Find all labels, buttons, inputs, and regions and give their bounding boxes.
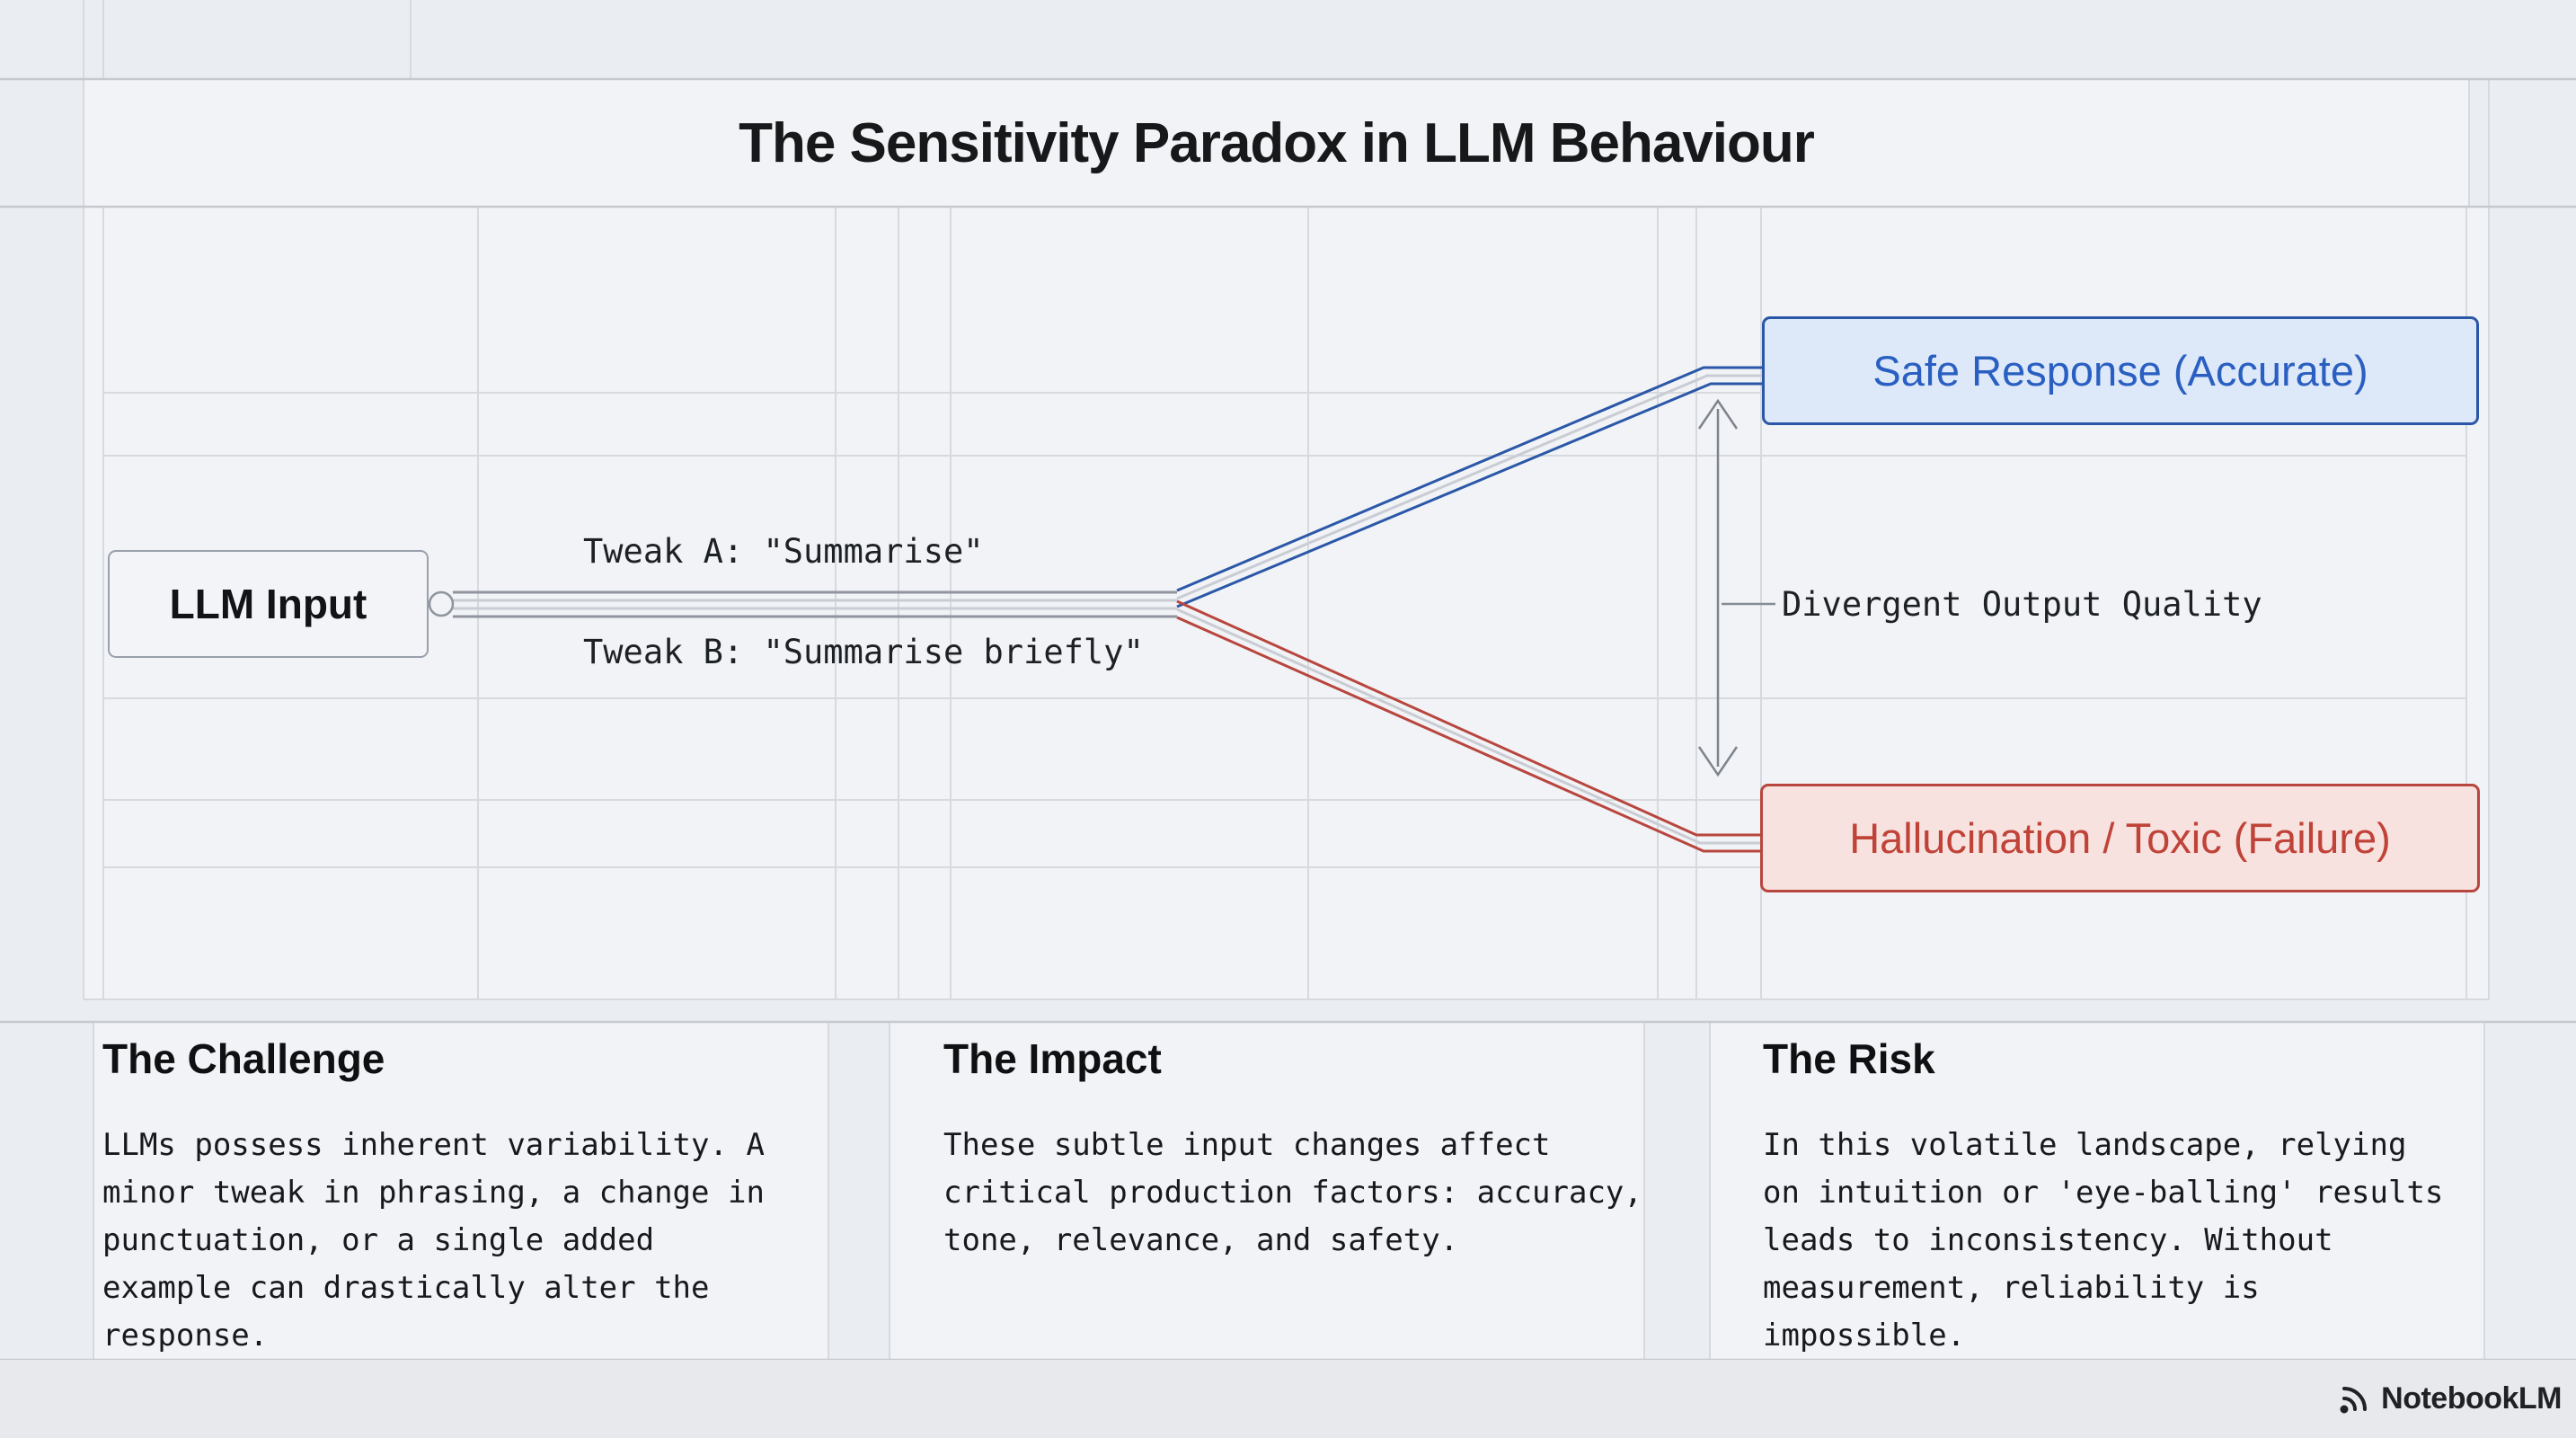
tweak-b-label: Tweak B: "Summarise briefly" [583, 633, 1144, 671]
section-impact-body: These subtle input changes affect critic… [943, 1127, 1642, 1258]
section-cell-3-bg [1710, 1022, 2484, 1360]
section-cell-1-bg [93, 1022, 828, 1360]
notebooklm-label: NotebookLM [2381, 1381, 2562, 1416]
section-risk: The Risk In this volatile landscape, rel… [1763, 1035, 2459, 1360]
section-risk-heading: The Risk [1763, 1035, 1935, 1082]
title-cell-bg [84, 79, 2469, 207]
section-challenge-body: LLMs possess inherent variability. A min… [102, 1127, 765, 1354]
safe-response-label: Safe Response (Accurate) [1872, 347, 2368, 395]
footer-band: NotebookLM [0, 1360, 2576, 1438]
section-cell-2-bg [890, 1022, 1644, 1360]
section-challenge-heading: The Challenge [102, 1035, 385, 1082]
tweak-a-label: Tweak A: "Summarise" [583, 532, 984, 571]
notebooklm-icon [2340, 1386, 2368, 1413]
section-impact: The Impact These subtle input changes af… [943, 1035, 1653, 1265]
section-risk-body: In this volatile landscape, relying on i… [1763, 1127, 2444, 1354]
safe-response-node: Safe Response (Accurate) [1762, 316, 2479, 425]
section-impact-heading: The Impact [943, 1035, 1162, 1082]
failure-node: Hallucination / Toxic (Failure) [1760, 784, 2480, 892]
page-title: The Sensitivity Paradox in LLM Behaviour [739, 111, 1815, 174]
failure-label: Hallucination / Toxic (Failure) [1849, 814, 2391, 862]
llm-input-node: LLM Input [108, 550, 429, 658]
notebooklm-brand: NotebookLM [2336, 1381, 2562, 1417]
title-band: The Sensitivity Paradox in LLM Behaviour [84, 79, 2469, 207]
divergence-label: Divergent Output Quality [1782, 585, 2262, 624]
llm-input-label: LLM Input [169, 581, 367, 627]
section-challenge: The Challenge LLMs possess inherent vari… [102, 1035, 790, 1360]
